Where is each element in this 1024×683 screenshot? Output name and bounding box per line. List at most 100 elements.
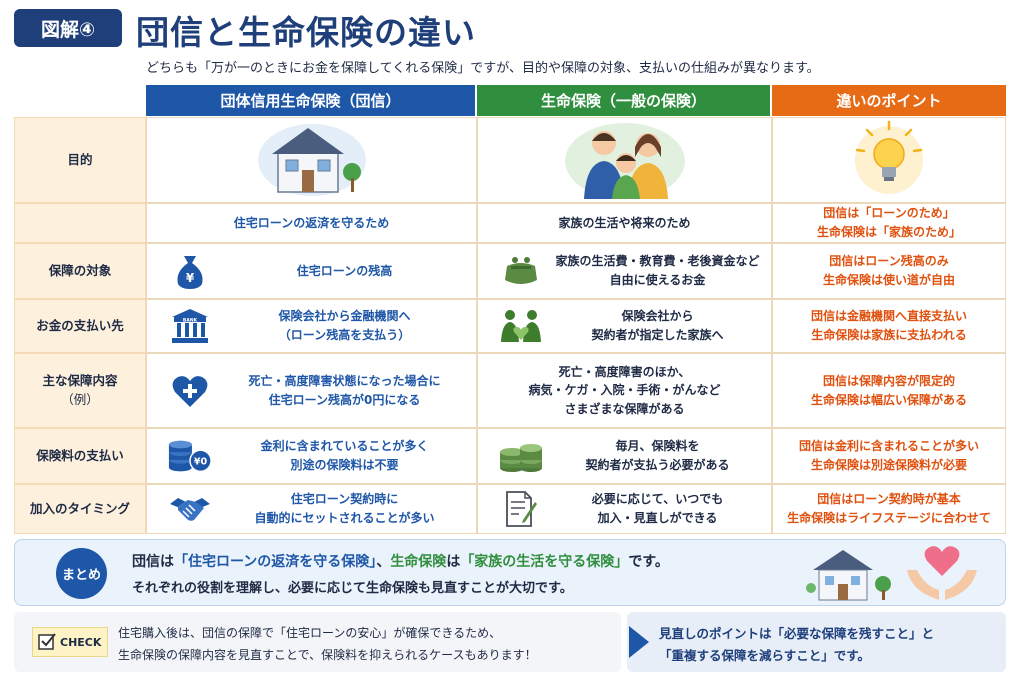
- premium-danshin-line1: 金利に含まれていることが多く: [260, 439, 429, 454]
- tip-panel: 見直しのポイントは「必要な保障を残すこと」と 「重複する保障を減らすこと」です。: [627, 612, 1006, 672]
- family-heart-icon: [498, 306, 544, 346]
- target-point-line1: 団信はローン残高のみ: [829, 254, 949, 269]
- check-line2: 生命保険の保障内容を見直すことで、保険料を抑えられるケースもあります！: [118, 648, 537, 662]
- row-label-coverage: 主な保障内容 （例）: [14, 353, 146, 428]
- coverage-danshin-line2: 住宅ローン残高が0円になる: [268, 392, 421, 407]
- row-label-timing: 加入のタイミング: [14, 484, 146, 534]
- row-label-purpose: 目的: [14, 117, 146, 203]
- page-subtitle: どちらも「万が一のときにお金を保障してくれる保険」ですが、目的や保障の対象、支払…: [146, 61, 820, 76]
- row-label-text: 加入のタイミング: [29, 500, 130, 516]
- coins-zero-icon: ¥0: [167, 436, 213, 476]
- svg-text:¥: ¥: [186, 271, 195, 285]
- row-label-target: 保障の対象: [14, 243, 146, 299]
- target-cell-seimei: 家族の生活費・教育費・老後資金など自由に使えるお金: [477, 243, 772, 299]
- purpose-image-point: [772, 117, 1006, 203]
- timing-cell-point: 団信はローン契約時が基本生命保険はライフステージに合わせて: [772, 484, 1006, 534]
- bank-icon: BANK: [167, 306, 213, 346]
- premium-cell-danshin: ¥0 金利に含まれていることが多く別途の保険料は不要: [146, 428, 477, 484]
- target-danshin-text: 住宅ローンの残高: [296, 263, 393, 278]
- wallet-icon: [498, 251, 544, 291]
- payee-danshin-line1: 保険会社から金融機関へ: [278, 309, 411, 324]
- coverage-seimei-line3: さまざまな保障がある: [564, 401, 685, 416]
- coin-stack-icon: [498, 436, 544, 476]
- payee-danshin-line2: （ローン残高を支払う）: [278, 328, 411, 342]
- row-label-payee: お金の支払い先: [14, 299, 146, 353]
- purpose-seimei-text: 家族の生活や将来のため: [558, 215, 691, 230]
- handshake-icon: [167, 489, 213, 529]
- premium-point-line2: 生命保険は別途保険料が必要: [810, 458, 967, 472]
- payee-seimei-line2: 契約者が指定した家族へ: [591, 328, 724, 342]
- purpose-cell-danshin: 住宅ローンの返済を守るため: [146, 203, 477, 243]
- coverage-cell-seimei: 死亡・高度障害のほか、病気・ケガ・入院・手術・がんなどさまざまな保障がある: [477, 353, 772, 428]
- timing-point-line1: 団信はローン契約時が基本: [817, 492, 961, 507]
- target-seimei-line2: 自由に使えるお金: [609, 273, 706, 287]
- row-label-subtext: （例）: [61, 391, 99, 407]
- page-title: 団信と生命保険の違い: [136, 13, 476, 52]
- premium-point-line1: 団信は金利に含まれることが多い: [798, 439, 979, 454]
- premium-cell-point: 団信は金利に含まれることが多い生命保険は別途保険料が必要: [772, 428, 1006, 484]
- timing-seimei-line1: 必要に応じて、いつでも: [591, 492, 724, 507]
- coverage-point-line2: 生命保険は幅広い保障がある: [810, 392, 967, 407]
- target-cell-point: 団信はローン残高のみ生命保険は使い道が自由: [772, 243, 1006, 299]
- coverage-point-line1: 団信は保障内容が限定的: [822, 373, 955, 388]
- bank-sign-text: BANK: [183, 318, 198, 324]
- coverage-cell-danshin: 死亡・高度障害状態になった場合に住宅ローン残高が0円になる: [146, 353, 477, 428]
- summary-label: まとめ: [56, 548, 107, 599]
- row-label-text: 目的: [67, 151, 93, 167]
- timing-danshin-line1: 住宅ローン契約時に: [290, 492, 399, 507]
- premium-cell-seimei: 毎月、保険料を契約者が支払う必要がある: [477, 428, 772, 484]
- timing-cell-danshin: 住宅ローン契約時に自動的にセットされることが多い: [146, 484, 477, 534]
- row-label-text: 主な保障内容: [42, 372, 118, 388]
- timing-cell-seimei: 必要に応じて、いつでも加入・見直しができる: [477, 484, 772, 534]
- payee-cell-point: 団信は金融機関へ直接支払い生命保険は家族に支払われる: [772, 299, 1006, 353]
- coverage-seimei-line1: 死亡・高度障害のほか、: [558, 364, 691, 379]
- summary-line2: それぞれの役割を理解し、必要に応じて生命保険も見直すことが大切です。: [132, 581, 573, 596]
- purpose-cell-point: 団信は「ローンのため」生命保険は「家族のため」: [772, 203, 1006, 243]
- row-label-text: 保障の対象: [48, 262, 112, 278]
- figure-badge: 図解④: [14, 9, 122, 47]
- purpose-danshin-text: 住宅ローンの返済を守るため: [233, 215, 390, 230]
- tip-line1: 見直しのポイントは「必要な保障を残すこと」と: [659, 626, 935, 641]
- row-label-text: 保険料の支払い: [36, 447, 124, 463]
- check-label: CHECK: [32, 627, 108, 657]
- hands-heart-icon: [905, 542, 979, 608]
- premium-seimei-line2: 契約者が支払う必要がある: [585, 458, 730, 472]
- row-label-premium: 保険料の支払い: [14, 428, 146, 484]
- column-header-seimei: 生命保険（一般の保険）: [477, 85, 770, 116]
- arrow-right-icon: [627, 624, 651, 664]
- premium-danshin-line2: 別途の保険料は不要: [290, 458, 399, 472]
- house-icon: [256, 118, 368, 202]
- timing-danshin-line2: 自動的にセットされることが多い: [254, 511, 435, 525]
- payee-cell-seimei: 保険会社から契約者が指定した家族へ: [477, 299, 772, 353]
- payee-point-line1: 団信は金融機関へ直接支払い: [810, 309, 967, 324]
- coverage-cell-point: 団信は保障内容が限定的生命保険は幅広い保障がある: [772, 353, 1006, 428]
- money-bag-icon: ¥: [167, 251, 213, 291]
- payee-point-line2: 生命保険は家族に支払われる: [811, 328, 967, 342]
- target-seimei-line1: 家族の生活費・教育費・老後資金など: [555, 254, 760, 269]
- tip-line2: 「重複する保障を減らすこと」です。: [659, 648, 871, 663]
- purpose-point-line1: 団信は「ローンのため」: [823, 206, 955, 221]
- payee-cell-danshin: BANK 保険会社から金融機関へ （ローン残高を支払う）: [146, 299, 477, 353]
- payee-seimei-line1: 保険会社から: [621, 309, 694, 324]
- purpose-image-seimei: [477, 117, 772, 203]
- heart-plus-icon: [167, 371, 213, 411]
- purpose-point-line2: 生命保険は「家族のため」: [816, 225, 961, 239]
- premium-seimei-line1: 毎月、保険料を: [615, 439, 700, 454]
- purpose-cell-seimei: 家族の生活や将来のため: [477, 203, 772, 243]
- coin-zero-label: ¥0: [194, 457, 208, 468]
- coverage-danshin-line1: 死亡・高度障害状態になった場合に: [248, 373, 441, 388]
- summary-line1: 団信は「住宅ローンの返済を守る保険」、生命保険は「家族の生活を守る保険」です。: [132, 554, 669, 570]
- check-panel: CHECK 住宅購入後は、団信の保障で「住宅ローンの安心」が確保できるため、 生…: [14, 612, 621, 672]
- check-line1: 住宅購入後は、団信の保障で「住宅ローンの安心」が確保できるため、: [118, 626, 502, 640]
- column-header-danshin: 団体信用生命保険（団信）: [146, 85, 475, 116]
- target-point-line2: 生命保険は使い道が自由: [822, 273, 955, 287]
- column-header-point: 違いのポイント: [772, 85, 1006, 116]
- family-icon: [560, 117, 690, 203]
- coverage-seimei-line2: 病気・ケガ・入院・手術・がんなど: [528, 383, 721, 398]
- row-label-text: お金の支払い先: [36, 317, 124, 333]
- document-pen-icon: [498, 489, 544, 529]
- timing-seimei-line2: 加入・見直しができる: [597, 511, 718, 525]
- summary-panel: まとめ 団信は「住宅ローンの返済を守る保険」、生命保険は「家族の生活を守る保険」…: [14, 539, 1006, 606]
- row-label-purpose-blank: [14, 203, 146, 243]
- timing-point-line2: 生命保険はライフステージに合わせて: [787, 511, 991, 525]
